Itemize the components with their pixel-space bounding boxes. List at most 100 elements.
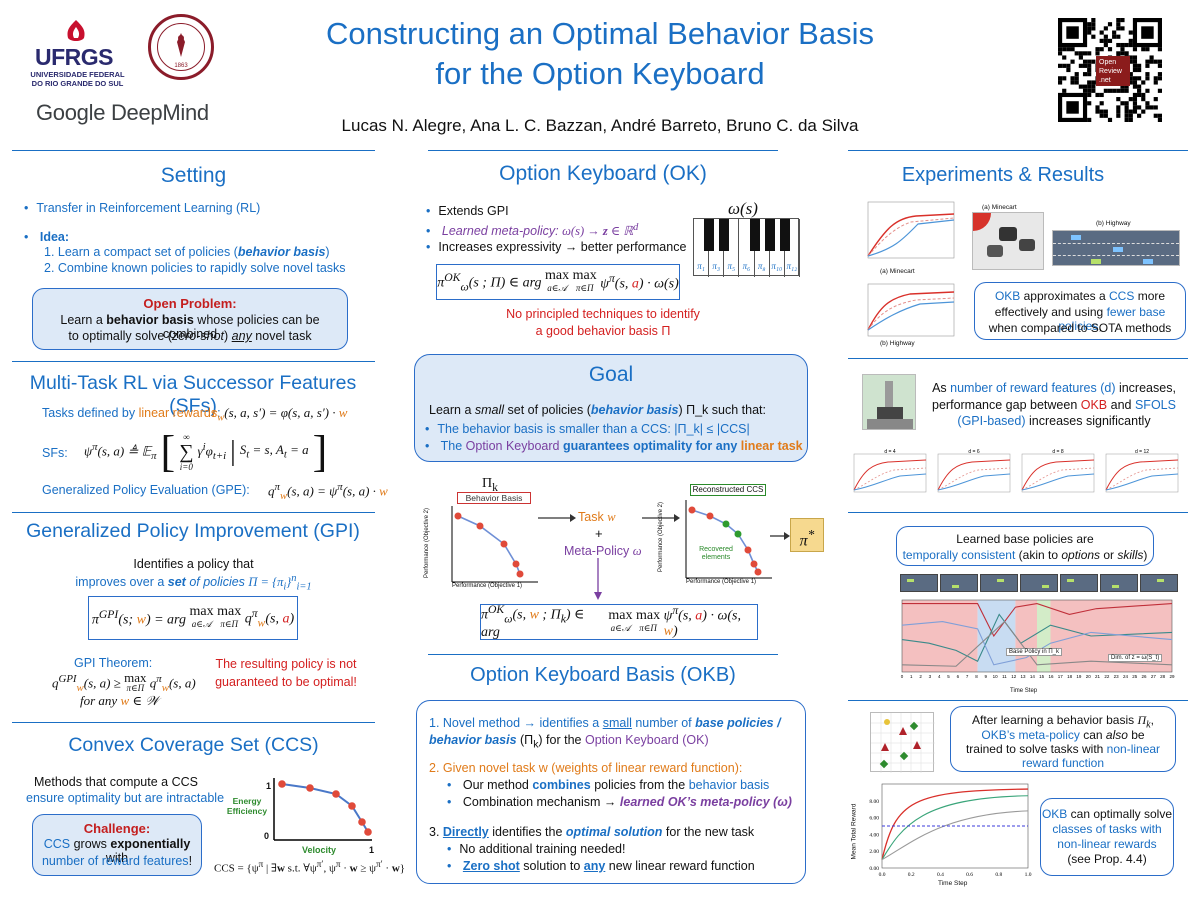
okb-item2-b1: Our method combines policies from the be… — [447, 778, 769, 792]
ccs-point — [744, 546, 752, 554]
sfols-line — [1021, 473, 1095, 491]
open-problem-line2: to optimally solve (zero-shot) any novel… — [68, 329, 312, 343]
ok-title: Option Keyboard (OK) — [499, 162, 707, 185]
ccs-point — [364, 828, 372, 836]
authors: Lucas N. Alegre, Ana L. C. Bazzan, André… — [341, 116, 859, 135]
reconstructed-label: Reconstructed CCS — [690, 484, 766, 496]
tick-label: 0.0 — [879, 872, 886, 878]
temporal-box: Learned base policies are temporally con… — [896, 526, 1154, 566]
solve-line2: classes of tasks with — [1052, 822, 1162, 836]
tick-label: 2 — [919, 674, 922, 679]
reconstructed-ccs-plot — [685, 500, 772, 579]
flame-icon — [67, 20, 85, 41]
result1-line2: effectively and using fewer base policie… — [994, 305, 1166, 333]
highway-env-caption: (b) Highway — [1096, 220, 1131, 227]
divider — [428, 654, 778, 655]
feature-dim-plot: d = 12 — [1105, 449, 1179, 493]
tick-label: 3 — [929, 674, 932, 679]
minecart-caption: (a) Minecart — [880, 268, 915, 275]
okb-item2-b2: Combination mechanism → learned OK’s met… — [447, 795, 792, 809]
tick-label: 6.00 — [869, 816, 879, 822]
qr-code[interactable]: Open Review .net — [1058, 18, 1162, 122]
ok-bullet-extends: Extends GPI — [426, 203, 508, 220]
plus-label: + — [595, 526, 603, 541]
open-problem-line1: Learn a behavior basis whose policies ca… — [60, 313, 320, 341]
ccs-point — [754, 568, 762, 576]
meta-action-line — [902, 603, 1173, 638]
nl-plot-ylabel: Mean Total Reward — [850, 803, 858, 860]
okb-line — [881, 788, 1029, 860]
qr-badge-l2: Review — [1099, 68, 1122, 75]
meta-action-line — [901, 621, 1173, 666]
okb-line — [937, 459, 1011, 491]
seal-emblem-icon — [177, 33, 185, 57]
challenge-line2: number of reward features! — [41, 854, 193, 868]
open-problem-title: Open Problem: — [143, 296, 237, 311]
ok-bullet-expressivity: Increases expressivity → better performa… — [426, 239, 686, 256]
gpi-theorem-forall: for any w ∈ 𝒲 — [80, 693, 159, 708]
tick-label: 8 — [975, 674, 978, 679]
tick-label: 6 — [957, 674, 960, 679]
ufrgs-sub1: UNIVERSIDADE FEDERAL — [30, 70, 125, 79]
dqn-line — [881, 810, 1029, 861]
tick-label: 0.00 — [869, 866, 879, 872]
tick-label: 1.0 — [1025, 872, 1032, 878]
policy-band — [902, 600, 978, 672]
okb-box: 1. Novel method → identifies a small num… — [416, 700, 806, 884]
diagram-y-axis-right: Performance (Objective 2) — [658, 501, 665, 573]
nl-plot-xlabel: Time Step — [938, 880, 968, 887]
sfols-line — [853, 473, 927, 491]
sfs-eq: ψπ(s, a) ≜ 𝔼π [ ∞∑i=0 γiφt+i | St = s, A… — [84, 427, 328, 476]
gpi-warning-l2: guaranteed to be optimal! — [215, 675, 357, 689]
setting-idea2: 2. Combine known policies to rapidly sol… — [44, 261, 346, 275]
plot-title: d = 12 — [1135, 449, 1149, 455]
qr-code-icon — [1058, 18, 1162, 122]
highway-frame — [900, 574, 938, 592]
ccs-x-axis: Velocity — [302, 845, 337, 855]
highway-env-image — [1052, 230, 1180, 266]
tick-label: 0 — [901, 674, 904, 679]
tick-label: 2.00 — [869, 849, 879, 855]
tick-label: 24 — [1123, 674, 1129, 679]
poster-title-line1: Constructing an Optimal Behavior Basis — [326, 16, 874, 51]
highway-frame — [1020, 574, 1058, 592]
solve-line4: (see Prop. 4.4) — [1067, 852, 1147, 866]
tick-label: 19 — [1076, 674, 1082, 679]
divider — [848, 150, 1188, 151]
baseline-line — [937, 467, 1011, 491]
keyboard-black-key — [719, 219, 730, 251]
diagram-x-axis-left: Performance (Objective 1) — [452, 583, 523, 589]
okb-title: Option Keyboard Basis (OKB) — [470, 664, 736, 686]
plot-title: d = 4 — [884, 449, 895, 455]
minecart-plot — [867, 201, 955, 259]
nl-line3: trained to solve tasks with non-linear — [965, 742, 1161, 756]
divider — [12, 722, 375, 723]
pi-star-box: π* — [790, 518, 824, 552]
tick-label: 14 — [1030, 674, 1036, 679]
ccs-plot — [273, 778, 372, 841]
divider — [428, 150, 778, 151]
tick-label: 0.6 — [966, 872, 973, 878]
keyboard-black-key — [704, 219, 715, 251]
gpi-warning-l1: The resulting policy is not — [215, 657, 357, 671]
gpi-line1: Identifies a policy that — [133, 557, 254, 571]
ccs-line2: ensure optimality but are intractable — [26, 791, 225, 805]
ccs-point — [706, 512, 714, 520]
arrow-icon — [538, 514, 576, 522]
basis-point — [454, 512, 462, 520]
umass-seal: 1863 — [148, 14, 214, 80]
tick-label: 26 — [1142, 674, 1148, 679]
result1-line1: OKB approximates a CCS more — [994, 289, 1166, 303]
setting-bullet-transfer: Transfer in Reinforcement Learning (RL) — [24, 200, 260, 217]
ufrgs-wordmark: UFRGS — [35, 44, 114, 70]
divider — [12, 512, 375, 513]
highway-frame — [980, 574, 1018, 592]
divider — [12, 361, 375, 362]
tick-label: 0.4 — [937, 872, 944, 878]
open-problem-box: Open Problem: Learn a behavior basis who… — [32, 288, 348, 350]
arrow-icon — [642, 514, 680, 522]
